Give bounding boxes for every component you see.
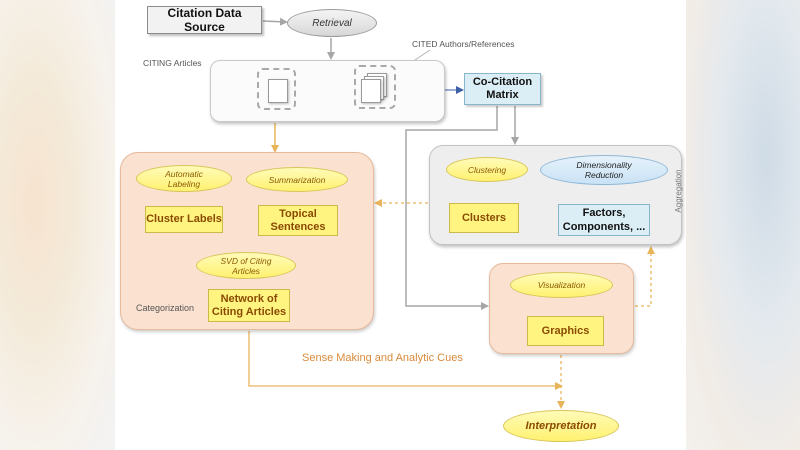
- interpretation-label: Interpretation: [525, 420, 597, 432]
- automatic-labeling-oval: Automatic Labeling: [136, 165, 232, 192]
- graphics-label: Graphics: [541, 324, 590, 337]
- factors-line1: Factors,: [582, 207, 626, 219]
- arrow-visualization-aggregation: [635, 246, 655, 307]
- network-citing-box: Network of Citing Articles: [208, 289, 290, 322]
- matrix-label-line1: Co-Citation: [472, 76, 533, 88]
- clustering-oval: Clustering: [446, 157, 528, 182]
- arrow-categorization-interpretation: [248, 331, 563, 390]
- retrieval-panel: [210, 60, 445, 122]
- dimred-line1: Dimensionality: [576, 160, 632, 170]
- cited-doc-group: [354, 65, 396, 109]
- topical-line1: Topical: [279, 207, 317, 220]
- matrix-label-line2: Matrix: [486, 89, 519, 101]
- citing-articles-label: CITING Articles: [143, 58, 202, 68]
- visualization-label: Visualization: [537, 280, 586, 290]
- dimensionality-reduction-oval: Dimensionality Reduction: [540, 155, 668, 185]
- clusters-label: Clusters: [461, 211, 507, 224]
- document-icon: [268, 79, 288, 103]
- arrow-source-retrieval: [262, 17, 288, 26]
- graphics-box: Graphics: [527, 316, 604, 346]
- co-citation-matrix-box: Co-Citation Matrix: [464, 73, 541, 105]
- network-line2: Citing Articles: [211, 305, 287, 318]
- svd-line1: SVD of Citing: [220, 255, 272, 266]
- aggregation-label: Aggregation: [674, 169, 683, 213]
- svd-line2: Articles: [232, 265, 260, 276]
- summarization-label: Summarization: [268, 174, 326, 185]
- sense-making-label: Sense Making and Analytic Cues: [302, 352, 463, 364]
- auto-labeling-line2: Labeling: [167, 178, 201, 189]
- retrieval-oval: Retrieval: [287, 9, 377, 37]
- topical-line2: Sentences: [270, 220, 326, 233]
- clusters-box: Clusters: [449, 203, 519, 233]
- summarization-oval: Summarization: [246, 167, 348, 192]
- left-backdrop: [0, 0, 115, 450]
- dimred-line2: Reduction: [584, 170, 624, 180]
- svd-oval: SVD of Citing Articles: [196, 252, 296, 279]
- right-backdrop: [686, 0, 800, 450]
- citation-source-box: Citation Data Source: [147, 6, 262, 34]
- topical-sentences-box: Topical Sentences: [258, 205, 338, 236]
- network-line1: Network of: [220, 292, 278, 305]
- interpretation-oval: Interpretation: [503, 410, 619, 442]
- cluster-labels-label: Cluster Labels: [146, 213, 222, 225]
- cluster-labels-box: Cluster Labels: [145, 206, 223, 233]
- factors-line2: Components, ...: [562, 221, 646, 233]
- clustering-label: Clustering: [467, 164, 507, 175]
- retrieval-label: Retrieval: [312, 17, 352, 29]
- categorization-label: Categorization: [136, 303, 195, 313]
- cited-references-label: CITED Authors/References: [412, 39, 515, 49]
- citation-source-label: Citation Data Source: [167, 6, 242, 34]
- factors-components-box: Factors, Components, ...: [558, 204, 650, 236]
- arrow-matrix-visualization: [405, 106, 498, 310]
- citing-doc-group: [257, 68, 296, 110]
- auto-labeling-line1: Automatic: [165, 168, 203, 179]
- visualization-oval: Visualization: [510, 272, 613, 298]
